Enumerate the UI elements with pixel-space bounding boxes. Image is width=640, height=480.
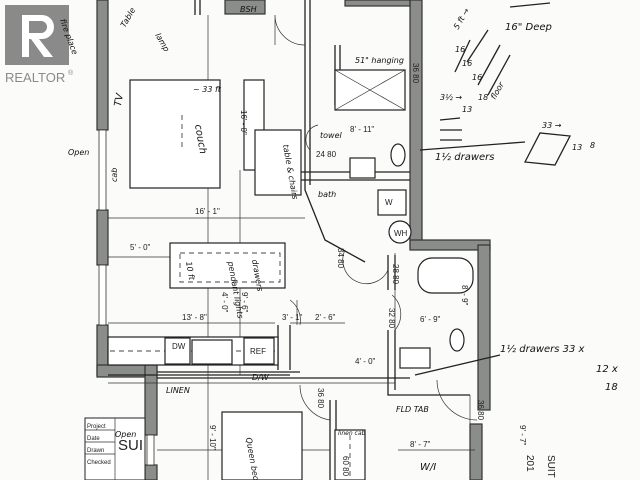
2-label: Drawn	[87, 448, 104, 454]
door-6080-label: 60 80	[341, 456, 350, 477]
bed-depth-label: 9' - 10"	[208, 425, 217, 450]
dimension-labels: 16' - 1" 5' - 0" 13' - 8" 3' - 1" 2' - 6…	[130, 63, 527, 477]
open-label: Open	[68, 148, 89, 157]
box-13-label: 13	[572, 143, 582, 152]
shelf-13-label: 13	[462, 105, 472, 114]
linen-label: LINEN	[166, 386, 190, 395]
side-label: Table	[119, 6, 137, 29]
cabinet-label: cab	[110, 168, 119, 182]
dishwasher	[164, 337, 191, 365]
dw-label: D/W	[252, 373, 270, 382]
text-label: REALTOR	[5, 70, 65, 85]
shelf-top-label: 5 ft →	[452, 6, 471, 31]
ensuite-towel-label: towel	[320, 131, 342, 140]
bath-depth-label: 8' - 9"	[460, 285, 469, 306]
suite-number-label: 201	[524, 455, 535, 472]
bed	[221, 411, 303, 480]
refrigerator-label: REF	[250, 347, 266, 356]
linen-cab-label: linen cab	[338, 430, 366, 437]
title-label: SUI	[118, 437, 143, 454]
bath-cab-label: bath	[318, 190, 336, 199]
bath-drawers-2-label: 12 x	[596, 364, 618, 375]
door-3680b-label: 36 80	[316, 388, 325, 409]
sink	[191, 339, 233, 365]
box-8-label: 8	[590, 141, 595, 150]
door-3680a-label: 36 80	[476, 400, 485, 421]
box-33-label: 33 →	[542, 121, 562, 130]
entry-3680-label: 36 80	[411, 63, 420, 84]
bath-drawers-3-label: 18	[605, 382, 618, 393]
pantry-width-label: 3' - 1"	[282, 313, 303, 322]
bath-sink	[399, 347, 431, 369]
toilet-ensuite	[390, 143, 406, 167]
1-label: Date	[87, 436, 100, 442]
ensuite-sink	[349, 157, 376, 179]
shelf-floor-label: floor	[489, 80, 506, 101]
dining-depth-label: 16' - 0"	[239, 110, 248, 135]
living-width-label: 16' - 1"	[195, 207, 220, 216]
ensuite-width-label: 8' - 11"	[350, 125, 374, 134]
0-label: Project	[87, 424, 106, 430]
lamp-label: lamp	[153, 32, 171, 54]
shelf-3half-label: 3½ →	[440, 93, 462, 102]
water-heater-label: WH	[394, 229, 408, 238]
shelf-2-label: 16	[462, 59, 472, 68]
island-offset-label: 5' - 0"	[130, 243, 151, 252]
fixtures	[107, 2, 572, 480]
wi-label: W/I	[420, 462, 436, 473]
kitchen-island	[169, 242, 286, 289]
ensuite-hang-label: 51" hanging	[355, 56, 404, 65]
island-depth-label: 4' - 0"	[220, 292, 229, 313]
table-note-box	[254, 129, 302, 196]
island-label: 10 ft	[184, 261, 196, 282]
shelf-deep-label: 16" Deep	[505, 22, 552, 33]
washer-label: W	[385, 198, 393, 207]
toilet-bath	[449, 328, 465, 352]
nook-width-label: 2' - 6"	[315, 313, 336, 322]
hall-width-label: 4' - 0"	[355, 357, 376, 366]
couch-label: couch	[192, 124, 208, 155]
island-clear-label: 9' - 6"	[240, 292, 249, 313]
bedroom-width-label: 8' - 7"	[410, 440, 431, 449]
title-block: Project Date Drawn Checked SUI 201 SUIT	[84, 417, 556, 480]
door-3480-label: 34 80	[336, 248, 345, 269]
washer	[377, 189, 407, 216]
couch-size-label: ~ 33 ft	[193, 85, 222, 94]
shelf-4-label: 18	[478, 93, 488, 102]
couch-outline	[129, 79, 221, 189]
mark-label: ®	[68, 69, 74, 77]
door-3280-label: 32 80	[387, 308, 396, 329]
shelf-1-label: 16	[455, 45, 465, 54]
bathtub	[417, 257, 474, 294]
walls	[96, 0, 491, 480]
bsh-label: BSH	[240, 5, 257, 14]
refrigerator	[243, 337, 275, 365]
open2-label: Open	[115, 430, 136, 439]
fld-tab-label: FLD TAB	[396, 405, 429, 414]
bedroom-depth-label: 9' - 7"	[518, 425, 527, 446]
shelf-3-label: 16	[472, 73, 482, 82]
realtor-logo: REALTOR ®	[5, 5, 74, 85]
kitchen-length-label: 13' - 8"	[182, 313, 207, 322]
water-heater	[388, 220, 412, 244]
3-label: Checked	[87, 460, 111, 466]
door-2880-label: 28 80	[391, 264, 400, 285]
bath-drawers-label: 1½ drawers 33 x	[500, 343, 585, 355]
door-2480-label: 24 80	[316, 150, 337, 159]
tv-label: TV	[113, 92, 126, 108]
suite-label-label: SUIT	[545, 455, 556, 478]
bath-width-label: 6' - 9"	[420, 315, 441, 324]
ensuite-drawers-label: 1½ drawers	[435, 151, 494, 163]
dishwasher-label: DW	[172, 342, 186, 351]
